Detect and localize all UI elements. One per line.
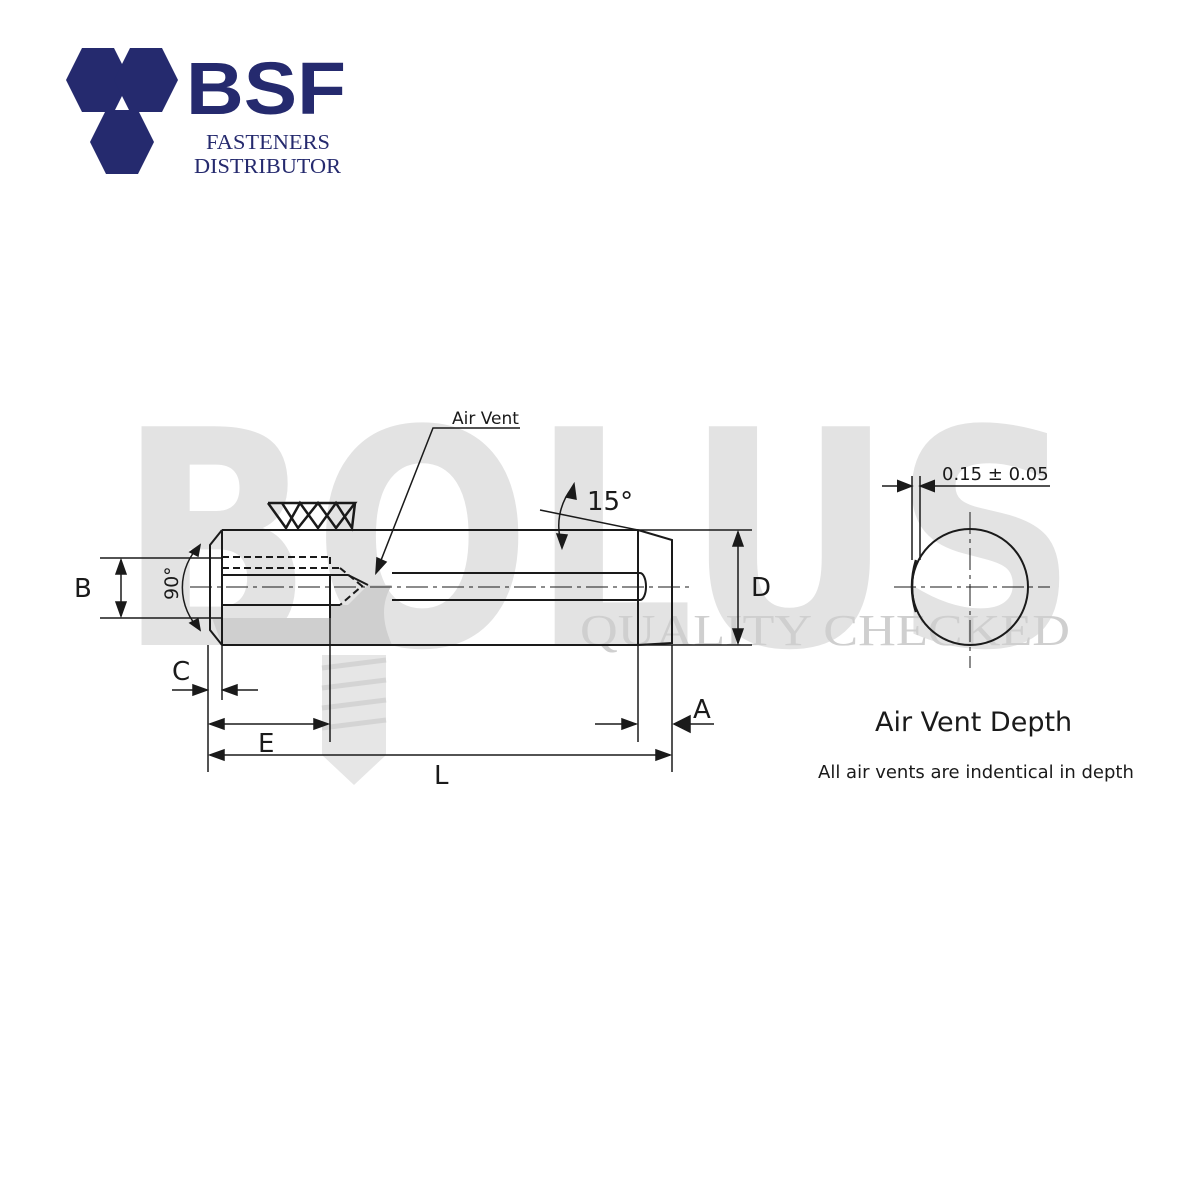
air-vent-label: Air Vent xyxy=(452,409,519,429)
vent-depth-value: 0.15 ± 0.05 xyxy=(942,464,1049,485)
dimensions xyxy=(100,427,745,772)
pin-side-view xyxy=(190,500,752,785)
logo-hexagon xyxy=(90,110,154,174)
dim-e-label: E xyxy=(258,729,274,759)
section-fill xyxy=(212,585,392,645)
logo-wordmark: BSF xyxy=(186,47,346,130)
logo-hexagon xyxy=(114,48,178,112)
bore-hidden-lines xyxy=(222,556,364,606)
logo-hexagon xyxy=(66,48,130,112)
dim-c-label: C xyxy=(172,657,190,687)
detail-note: All air vents are indentical in depth xyxy=(818,762,1134,783)
watermark-text: BOLUS xyxy=(118,367,1078,716)
air-vent-depth-detail: 0.15 ± 0.05 xyxy=(882,464,1050,668)
logo-tagline-line2: DISTRIBUTOR xyxy=(194,154,341,178)
watermark: BOLUS QUALITY CHECKED xyxy=(118,367,1078,716)
angle-90-label: 90° xyxy=(161,566,183,600)
logo-tagline-line1: FASTENERS xyxy=(206,130,330,154)
dim-d-label: D xyxy=(751,573,771,603)
logo: BSF FASTENERS DISTRIBUTOR xyxy=(66,47,346,178)
dim-a-label: A xyxy=(693,695,711,725)
dimension-labels: Air Vent 15° B 90° C E L A D xyxy=(74,409,771,791)
watermark-subtext: QUALITY CHECKED xyxy=(580,606,1070,655)
detail-title: Air Vent Depth xyxy=(875,707,1072,738)
dim-l-label: L xyxy=(434,761,449,791)
dim-b-label: B xyxy=(74,574,92,604)
screw-thread-lines xyxy=(321,657,387,731)
angle-15-label: 15° xyxy=(587,487,633,517)
